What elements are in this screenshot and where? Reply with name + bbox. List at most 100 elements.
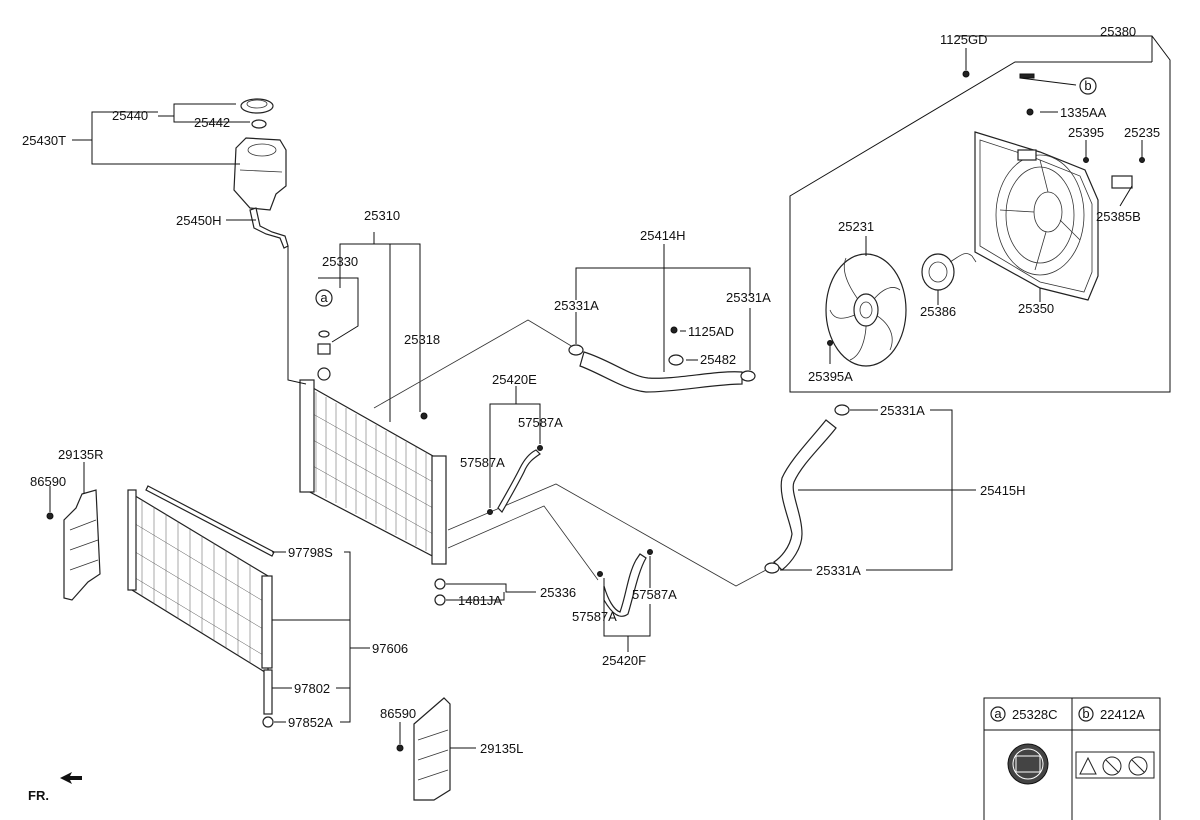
fan-shroud-group: b 25380 1125GD 1335AA 25395 25235 25385B… [789, 24, 1171, 393]
radiator-left-tank [299, 379, 315, 493]
cap-seal [251, 119, 267, 129]
label-25331a-2: 25331A [726, 290, 771, 305]
fan-shroud [974, 131, 1099, 301]
label-57587a-4: 57587A [632, 587, 677, 602]
reservoir-group: 25440 25442 25430T 25450H [22, 98, 289, 249]
bolt-86590-1 [46, 512, 54, 520]
label-25331a-4: 25331A [816, 563, 861, 578]
label-1481ja: 1481JA [458, 593, 502, 608]
legend-b-part: 22412A [1100, 707, 1145, 722]
label-25336: 25336 [540, 585, 576, 600]
guard-29135l [413, 697, 451, 801]
front-direction-indicator: FR. [28, 772, 82, 803]
clip-57587a-1 [487, 509, 493, 515]
label-25330: 25330 [322, 254, 358, 269]
legend-a-part: 25328C [1012, 707, 1058, 722]
mount-1481ja [434, 594, 446, 606]
fan-blade [825, 253, 907, 367]
mount-25336 [434, 578, 446, 590]
fan-motor [921, 253, 977, 291]
label-86590-1: 86590 [30, 474, 66, 489]
label-25350: 25350 [1018, 301, 1054, 316]
bolt-25235-icon [1139, 157, 1145, 163]
label-25385b: 25385B [1096, 209, 1141, 224]
label-25386: 25386 [920, 304, 956, 319]
clip-57587a-3 [597, 571, 603, 577]
bolt-25395-icon [1083, 157, 1089, 163]
label-97802: 97802 [294, 681, 330, 696]
resistor-25385b-icon [1111, 175, 1133, 189]
reservoir-cap [240, 98, 274, 114]
bolt-86590-2 [396, 744, 404, 752]
label-25442: 25442 [194, 115, 230, 130]
legend-b-circle [1078, 706, 1094, 722]
reservoir-tank [233, 137, 287, 211]
label-25415h: 25415H [980, 483, 1026, 498]
label-57587a-3: 57587A [572, 609, 617, 624]
label-57587a-1: 57587A [460, 455, 505, 470]
label-25414h: 25414H [640, 228, 686, 243]
clip-57587a-4 [647, 549, 653, 555]
radiator-core-fins [305, 392, 441, 551]
radiator-cap-25330 [317, 343, 331, 355]
label-25450h: 25450H [176, 213, 222, 228]
front-arrow-icon [60, 772, 82, 784]
fan-group-frame [789, 35, 1171, 393]
bolt-1125gd-icon [962, 70, 970, 78]
label-25430t: 25430T [22, 133, 66, 148]
label-29135r: 29135R [58, 447, 104, 462]
callout-a-circle [315, 289, 333, 307]
label-97798s: 97798S [288, 545, 333, 560]
clip-57587a-2 [537, 445, 543, 451]
guard-29135r [63, 489, 101, 601]
plug-97852a [262, 716, 274, 728]
legend-table: a 25328C b 22412A [983, 697, 1161, 820]
callout-b-letter: b [1084, 78, 1091, 93]
hose-25420e [497, 449, 541, 513]
label-25380: 25380 [1100, 24, 1136, 39]
radiator: a 25310 25330 25318 25336 1481JA [287, 208, 576, 608]
seal-97798s [145, 485, 275, 557]
cap-25328c-icon [1007, 743, 1049, 785]
clamp-25331a-4 [764, 562, 780, 574]
lower-hose [773, 419, 837, 571]
label-97606: 97606 [372, 641, 408, 656]
radiator-right-tank [431, 455, 447, 565]
callout-a-letter: a [320, 290, 328, 305]
label-1125ad: 1125AD [688, 324, 734, 339]
label-97852a: 97852A [288, 715, 333, 730]
label-25395a: 25395A [808, 369, 853, 384]
trans-cooler-hoses: 25420E 57587A 57587A 57587A 57587A 25420… [447, 372, 767, 668]
legend-a-letter: a [994, 706, 1002, 721]
label-25395-top: 25395 [1068, 125, 1104, 140]
label-1335aa: 1335AA [1060, 105, 1107, 120]
air-guard-right: 29135R 86590 [30, 447, 104, 601]
clip-25482 [668, 354, 684, 366]
label-25235: 25235 [1124, 125, 1160, 140]
clamp-25331a-3 [834, 404, 850, 416]
legend-a-circle [990, 706, 1006, 722]
label-25420f: 25420F [602, 653, 646, 668]
label-25440: 25440 [112, 108, 148, 123]
upper-hose [579, 351, 743, 393]
label-29135l: 29135L [480, 741, 523, 756]
radiator-neck [317, 367, 331, 381]
label-25310: 25310 [364, 208, 400, 223]
clip-b-icon [1019, 73, 1035, 79]
drain-plug-25318 [420, 412, 428, 420]
label-25318: 25318 [404, 332, 440, 347]
condenser-left-header [127, 489, 137, 591]
callout-b-circle [1079, 77, 1097, 95]
condenser-core [131, 492, 269, 676]
label-25331a-1: 25331A [554, 298, 599, 313]
clamp-25331a-2 [740, 370, 756, 382]
bolt-1335aa-icon [1026, 108, 1034, 116]
air-guard-left: 86590 29135L [380, 697, 523, 801]
legend-b-letter: b [1082, 706, 1089, 721]
label-25420e: 25420E [492, 372, 537, 387]
condenser-receiver [261, 575, 273, 669]
hose-25420f [603, 553, 647, 617]
label-57587a-2: 57587A [518, 415, 563, 430]
upper-hose-group: 25414H 25331A 25331A 1125AD 25482 [373, 228, 771, 409]
